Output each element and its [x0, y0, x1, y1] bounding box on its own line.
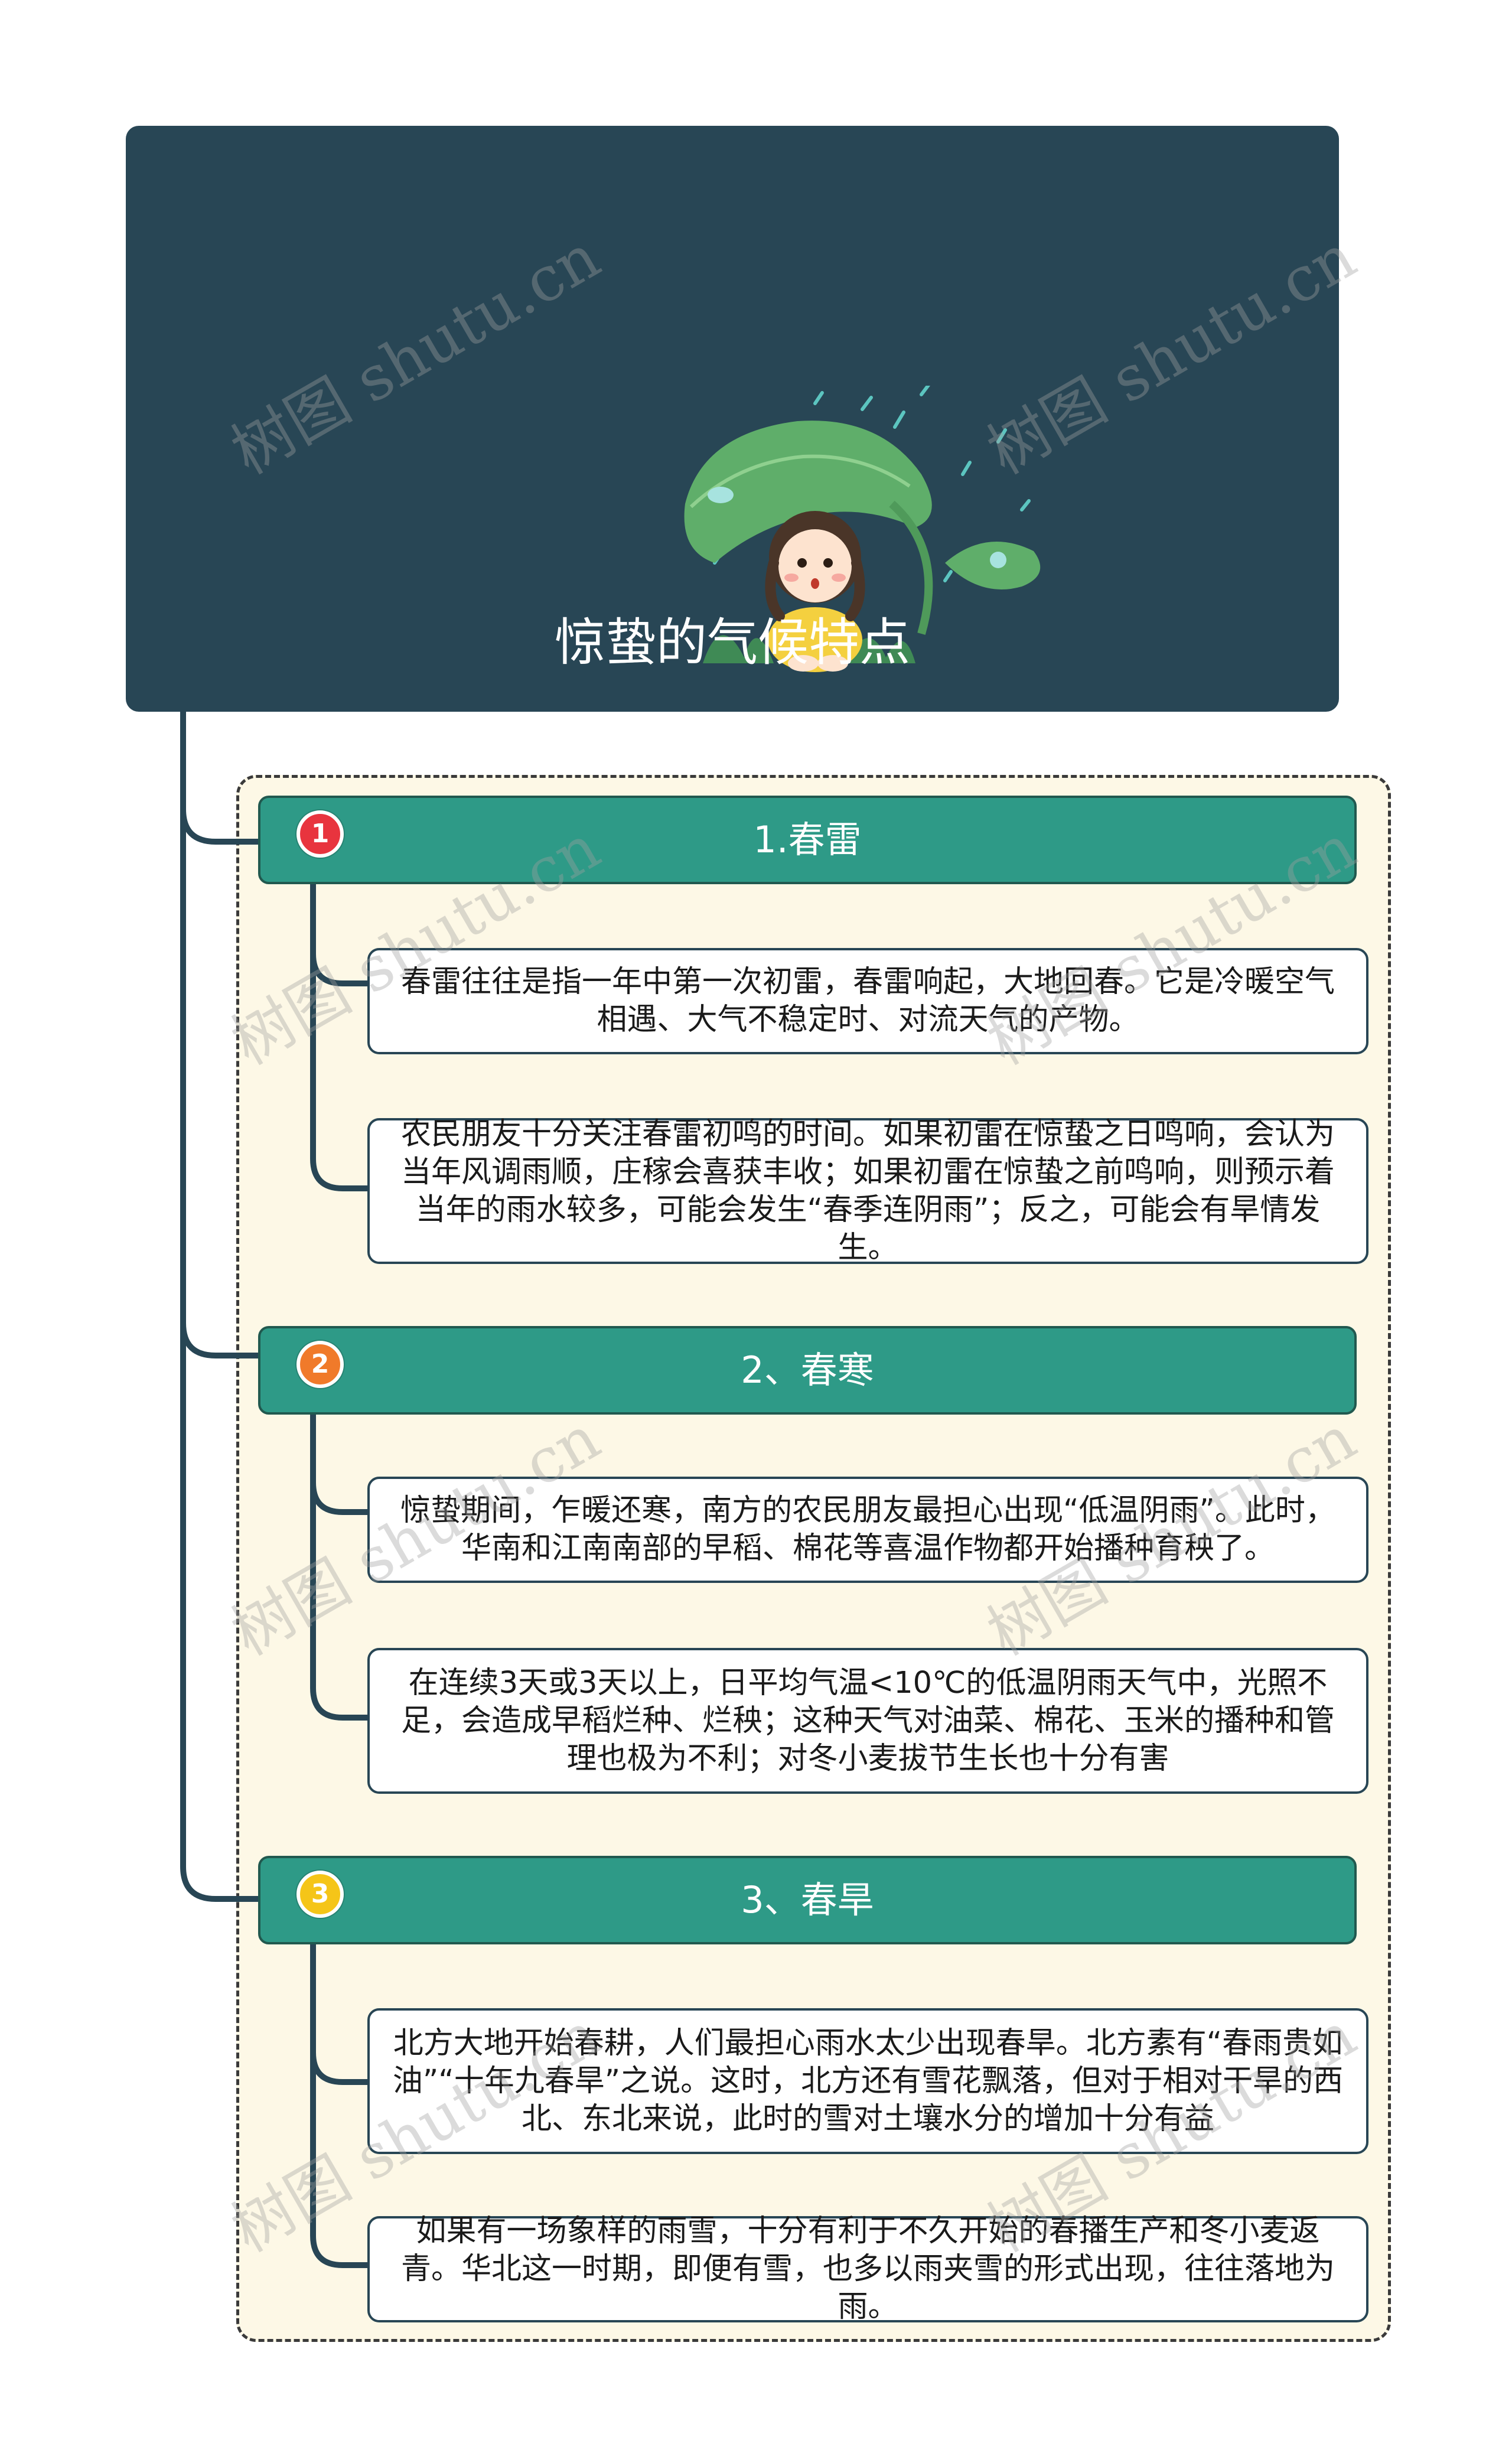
- section-header-1[interactable]: 1.春雷: [258, 796, 1357, 884]
- number-badge-1-icon: 1: [296, 810, 344, 858]
- leaf-card[interactable]: 北方大地开始春耕，人们最担心雨水太少出现春旱。北方素有“春雨贵如油”“十年九春旱…: [367, 2008, 1368, 2154]
- leaf-card[interactable]: 惊蛰期间，乍暖还寒，南方的农民朋友最担心出现“低温阴雨”。此时，华南和江南南部的…: [367, 1477, 1368, 1583]
- root-topic-card[interactable]: 惊蛰的气候特点: [126, 126, 1339, 712]
- number-badge-3-icon: 3: [296, 1871, 344, 1918]
- leaf-card[interactable]: 在连续3天或3天以上，日平均气温<10℃的低温阴雨天气中，光照不足，会造成早稻烂…: [367, 1648, 1368, 1794]
- number-badge-2-icon: 2: [296, 1341, 344, 1388]
- section-title: 1.春雷: [753, 818, 862, 861]
- root-topic-title: 惊蛰的气候特点: [555, 613, 910, 672]
- section-title: 2、春寒: [741, 1348, 874, 1392]
- leaf-card[interactable]: 如果有一场象样的雨雪，十分有利于不久开始的春播生产和冬小麦返青。华北这一时期，即…: [367, 2214, 1368, 2324]
- girl-under-leaf-illustration: [684, 386, 1041, 672]
- leaf-card[interactable]: 春雷往往是指一年中第一次初雷，春雷响起，大地回春。它是冷暖空气相遇、大气不稳定时…: [367, 948, 1368, 1054]
- leaf-card[interactable]: 农民朋友十分关注春雷初鸣的时间。如果初雷在惊蛰之日鸣响，会认为当年风调雨顺，庄稼…: [367, 1117, 1368, 1265]
- section-header-2[interactable]: 2、春寒: [258, 1326, 1357, 1415]
- section-title: 3、春旱: [741, 1878, 874, 1921]
- section-header-3[interactable]: 3、春旱: [258, 1856, 1357, 1944]
